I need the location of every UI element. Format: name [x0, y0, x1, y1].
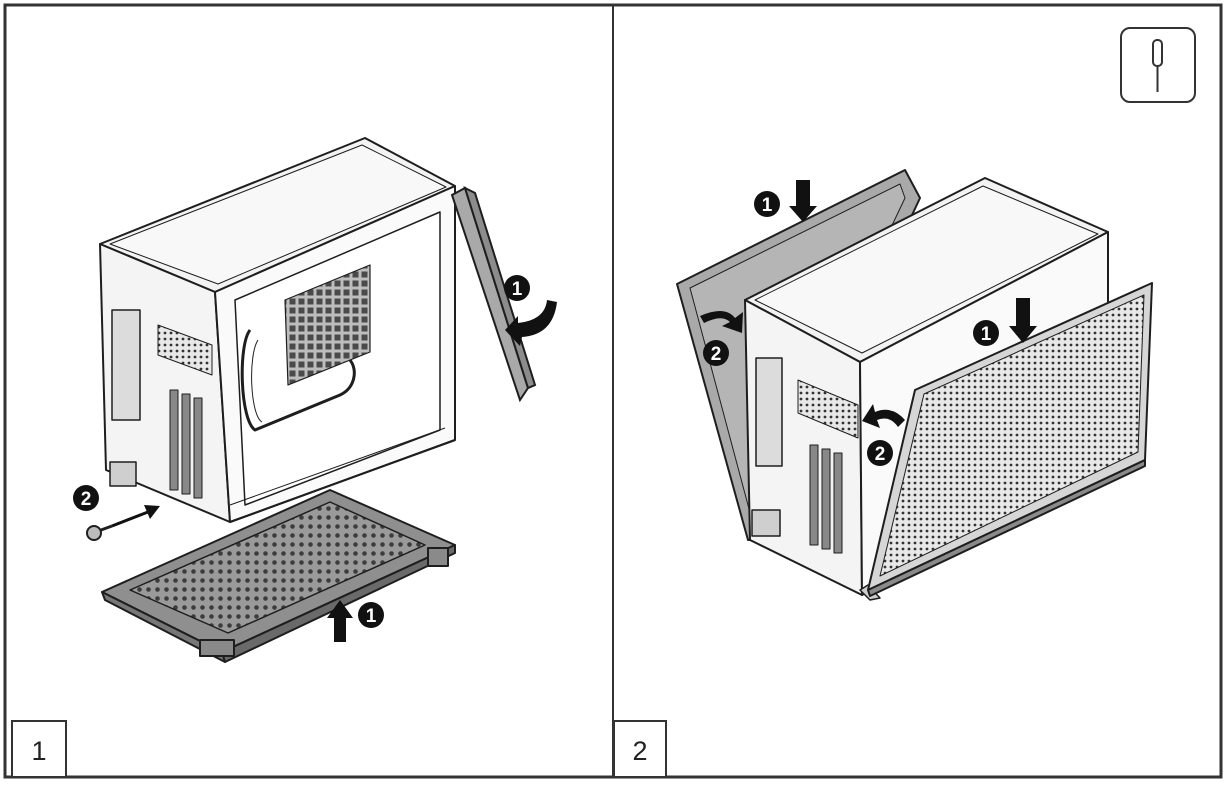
- arrow-swing-side-panel: [505, 300, 557, 346]
- callout-badge: 2: [703, 340, 729, 366]
- svg-text:1: 1: [512, 279, 523, 300]
- callout-badge: 1: [754, 191, 780, 217]
- svg-text:2: 2: [875, 444, 886, 465]
- step-number-1: 1: [31, 736, 46, 766]
- arrow-lower-left-panel: [789, 180, 817, 222]
- arrow-swing-right-panel: [862, 404, 905, 428]
- arrow-remove-screw: [111, 505, 160, 528]
- callout-badge: 1: [358, 602, 384, 628]
- svg-text:1: 1: [366, 606, 377, 627]
- svg-text:2: 2: [81, 489, 92, 510]
- arrow-swing-left-panel: [700, 310, 743, 333]
- screwdriver-icon: [1152, 39, 1163, 92]
- panel-step-1: 1: [11, 137, 557, 778]
- tool-indicator: [1120, 27, 1196, 103]
- right-perforated-side-panel: [867, 282, 1153, 597]
- screw-icon: [86, 524, 113, 541]
- callout-badge: 1: [504, 275, 530, 301]
- callout-badge: 2: [73, 485, 99, 511]
- bottom-grille-tray: [101, 489, 456, 663]
- pc-case-illustration: [99, 137, 456, 523]
- arrow-lower-right-panel: [1009, 298, 1037, 343]
- callout-badge: 2: [867, 440, 893, 466]
- svg-text:2: 2: [711, 344, 722, 365]
- arrow-lift-tray: [327, 600, 353, 642]
- step-number-box-2: 2: [613, 720, 667, 778]
- step-number-2: 2: [632, 736, 647, 766]
- callout-badge: 1: [973, 320, 999, 346]
- step-number-box-1: 1: [11, 720, 67, 778]
- svg-text:1: 1: [981, 324, 992, 345]
- panel-step-2: 2: [613, 27, 1196, 778]
- svg-text:1: 1: [762, 195, 773, 216]
